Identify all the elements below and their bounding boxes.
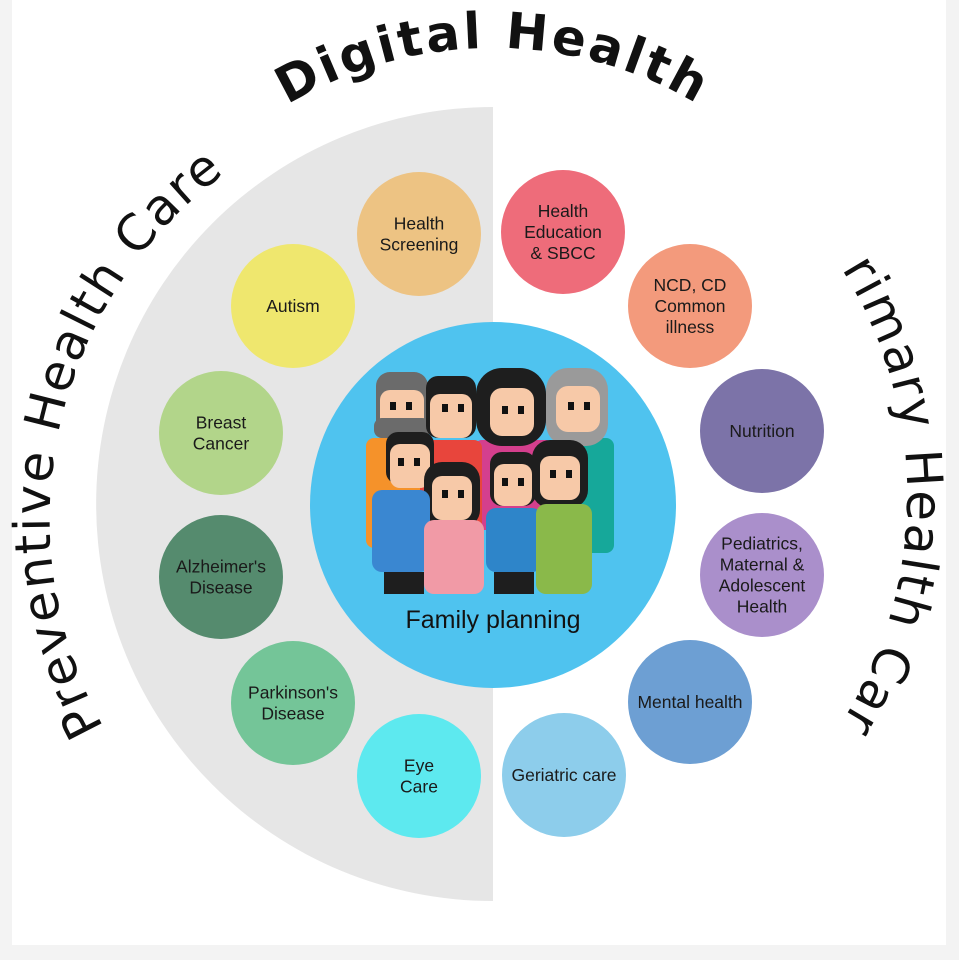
bubble-health-screening-circle bbox=[357, 172, 481, 296]
bubble-mental-health-circle bbox=[628, 640, 752, 764]
bubble-mental-health-line: Mental health bbox=[637, 692, 742, 712]
family-icon bbox=[366, 368, 614, 594]
bubble-ncd-cd-common-illness-line: NCD, CD bbox=[654, 275, 727, 295]
bubble-parkinsons-disease-line: Disease bbox=[261, 704, 324, 724]
bubble-ncd-cd-common-illness-line: illness bbox=[666, 317, 715, 337]
bubble-ncd-cd-common-illness-circle bbox=[628, 244, 752, 368]
bubble-mental-health: Mental health bbox=[628, 640, 752, 764]
bubble-pediatrics-maternal-adolescent-health-line: Adolescent bbox=[719, 576, 806, 596]
bubble-nutrition-label: Nutrition bbox=[729, 421, 794, 441]
bubble-alzheimers-disease-circle bbox=[159, 515, 283, 639]
bubble-geriatric-care: Geriatric care bbox=[502, 713, 626, 837]
bubble-alzheimers-disease-line: Alzheimer's bbox=[176, 557, 266, 577]
preventive-half bbox=[96, 107, 494, 901]
bubble-autism-circle bbox=[231, 244, 355, 368]
bubble-pediatrics-maternal-adolescent-health-line: Maternal & bbox=[720, 555, 805, 575]
bubble-alzheimers-disease-line: Disease bbox=[189, 578, 252, 598]
primary-half bbox=[493, 107, 890, 901]
bubble-geriatric-care-line: Geriatric care bbox=[511, 765, 616, 785]
bubble-ncd-cd-common-illness-line: Common bbox=[655, 296, 726, 316]
bubble-autism-line: Autism bbox=[266, 296, 319, 316]
bubble-autism-label: Autism bbox=[266, 296, 319, 316]
bubble-health-education-sbcc-line: & SBCC bbox=[530, 243, 595, 263]
bubble-health-education-sbcc-line: Education bbox=[524, 222, 602, 242]
bubble-parkinsons-disease-circle bbox=[231, 641, 355, 765]
bubble-parkinsons-disease-line: Parkinson's bbox=[248, 683, 338, 703]
bubble-health-screening-line: Health bbox=[394, 214, 445, 234]
bubble-breast-cancer-line: Breast bbox=[196, 413, 247, 433]
bubble-autism: Autism bbox=[231, 244, 355, 368]
bubble-pediatrics-maternal-adolescent-health-line: Pediatrics, bbox=[721, 534, 803, 554]
bubble-health-screening-line: Screening bbox=[380, 235, 459, 255]
bubble-health-education-sbcc-circle bbox=[501, 170, 625, 294]
bubble-mental-health-label: Mental health bbox=[637, 692, 742, 712]
bubble-breast-cancer-circle bbox=[159, 371, 283, 495]
bubble-eye-care-line: Care bbox=[400, 777, 438, 797]
bubble-nutrition: Nutrition bbox=[700, 369, 824, 493]
bubble-geriatric-care-label: Geriatric care bbox=[511, 765, 616, 785]
family-planning-label: Family planning bbox=[405, 606, 580, 634]
bubble-eye-care-line: Eye bbox=[404, 756, 434, 776]
bubble-health-education-sbcc-line: Health bbox=[538, 201, 589, 221]
bubble-pediatrics-maternal-adolescent-health-circle bbox=[700, 513, 824, 637]
bubble-nutrition-circle bbox=[700, 369, 824, 493]
bubble-pediatrics-maternal-adolescent-health-line: Health bbox=[737, 597, 788, 617]
bubble-geriatric-care-circle bbox=[502, 713, 626, 837]
bubble-breast-cancer-line: Cancer bbox=[193, 434, 250, 454]
bubble-eye-care-circle bbox=[357, 714, 481, 838]
bubble-nutrition-line: Nutrition bbox=[729, 421, 794, 441]
